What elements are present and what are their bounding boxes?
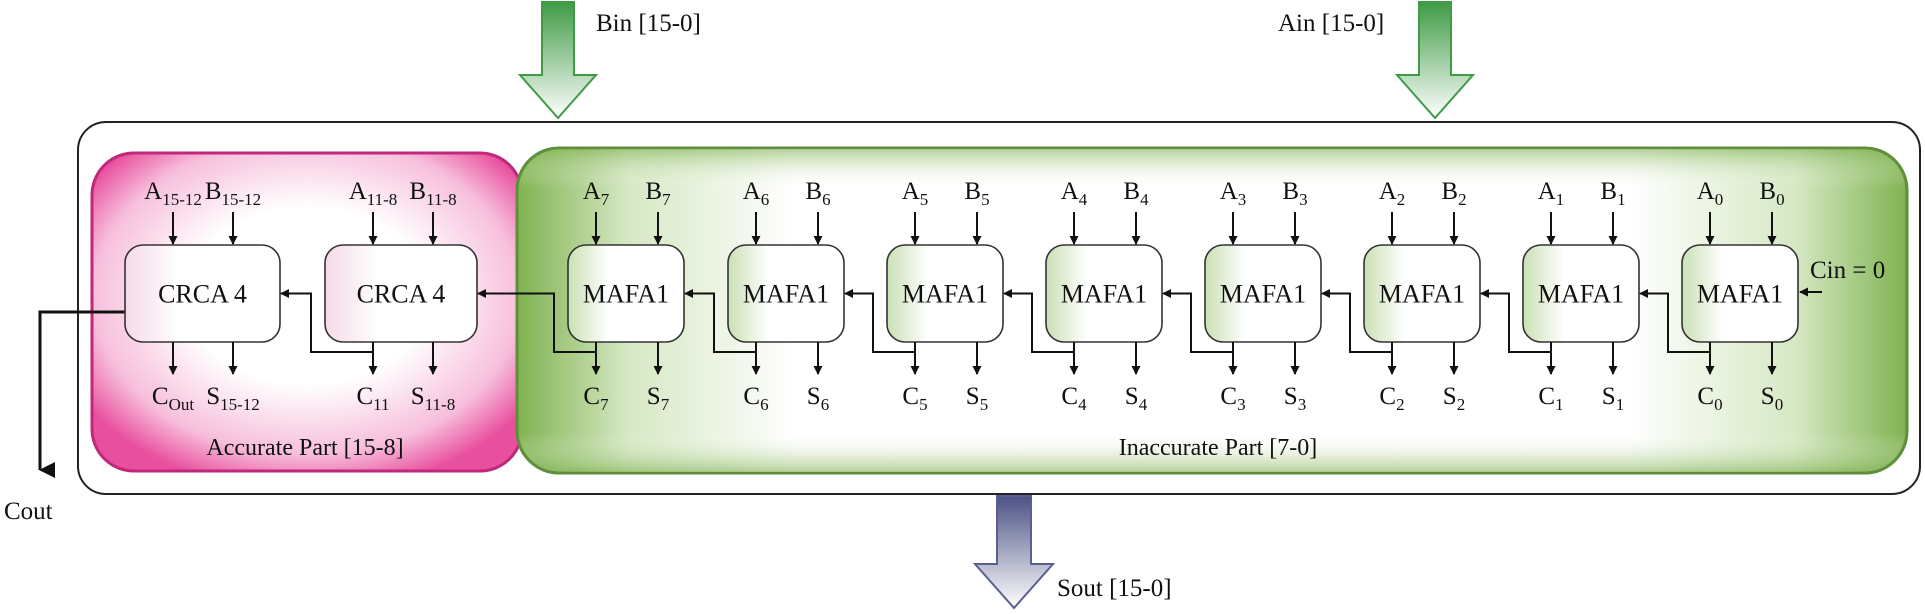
carry-chain-wire <box>1162 289 1233 353</box>
carry-out-label: C0 <box>1697 383 1722 414</box>
mafa-block-name: MAFA1 <box>743 280 829 309</box>
input-b-label: B3 <box>1282 178 1307 209</box>
carry-chain-wire <box>477 289 596 353</box>
carry-out-label: C6 <box>743 383 768 414</box>
input-a-label: A1 <box>1538 178 1565 209</box>
sum-out-label: S4 <box>1125 383 1148 414</box>
mafa-block-name: MAFA1 <box>1379 280 1465 309</box>
sum-out-label: S3 <box>1284 383 1306 414</box>
sum-out-label: S6 <box>807 383 829 414</box>
mafa-block-name: MAFA1 <box>902 280 988 309</box>
input-b-label: B2 <box>1441 178 1466 209</box>
accurate-part-label: Accurate Part [15-8] <box>206 435 403 461</box>
carry-chain-wire <box>1480 289 1551 353</box>
input-b-label: B6 <box>805 178 830 209</box>
input-b-label: B11-8 <box>409 178 456 209</box>
inaccurate-part-label: Inaccurate Part [7-0] <box>1119 435 1318 461</box>
sum-out-label: S2 <box>1443 383 1465 414</box>
input-b-label: B15-12 <box>205 178 261 209</box>
cin-label: Cin = 0 <box>1810 257 1885 284</box>
input-b-label: B0 <box>1759 178 1784 209</box>
sum-out-label: S15-12 <box>206 383 260 414</box>
input-b-label: B5 <box>964 178 989 209</box>
carry-chain-wire <box>280 289 373 353</box>
mafa-block-name: MAFA1 <box>1220 280 1306 309</box>
carry-chain-wire <box>1003 289 1074 353</box>
input-a-label: A15-12 <box>144 178 202 209</box>
carry-chain-wire <box>844 289 915 353</box>
carry-out-label: C1 <box>1538 383 1563 414</box>
carry-out-label: C3 <box>1220 383 1245 414</box>
mafa-block-name: MAFA1 <box>1061 280 1147 309</box>
cout-wire <box>38 310 126 478</box>
input-a-label: A11-8 <box>349 178 398 209</box>
input-a-label: A0 <box>1697 178 1724 209</box>
carry-out-label: C11 <box>356 383 389 414</box>
ain-label: Ain [15-0] <box>1278 10 1384 37</box>
mafa-block-name: MAFA1 <box>1697 280 1783 309</box>
input-a-label: A4 <box>1061 178 1088 209</box>
sum-out-label: S0 <box>1761 383 1783 414</box>
mafa-block-name: MAFA1 <box>583 280 669 309</box>
input-a-label: A7 <box>583 178 610 209</box>
bin-input-arrow <box>517 1 599 120</box>
carry-out-label: COut <box>152 383 194 414</box>
ain-input-arrow <box>1394 1 1476 120</box>
carry-chain-wire <box>684 289 756 353</box>
input-b-label: B1 <box>1600 178 1625 209</box>
sum-out-label: S7 <box>647 383 670 414</box>
sout-output-arrow <box>972 495 1056 610</box>
input-a-label: A6 <box>743 178 770 209</box>
input-b-label: B7 <box>645 178 671 209</box>
carry-out-label: C5 <box>902 383 927 414</box>
bin-label: Bin [15-0] <box>596 10 701 37</box>
input-a-label: A5 <box>902 178 929 209</box>
mafa-block-9 <box>1681 244 1799 343</box>
sum-out-label: S11-8 <box>411 383 455 414</box>
carry-chain-wire <box>1321 289 1392 353</box>
input-b-label: B4 <box>1123 178 1149 209</box>
sout-label: Sout [15-0] <box>1057 575 1172 602</box>
input-a-label: A2 <box>1379 178 1406 209</box>
carry-out-label: C2 <box>1379 383 1404 414</box>
carry-out-label: C7 <box>583 383 609 414</box>
sum-out-label: S5 <box>966 383 988 414</box>
input-a-label: A3 <box>1220 178 1247 209</box>
sum-out-label: S1 <box>1602 383 1624 414</box>
carry-chain-wire <box>1639 289 1710 353</box>
carry-out-label: C4 <box>1061 383 1087 414</box>
crca-block-name: CRCA 4 <box>357 280 446 309</box>
crca-block-name: CRCA 4 <box>158 280 247 309</box>
cout-label: Cout <box>4 498 53 525</box>
mafa-block-name: MAFA1 <box>1538 280 1624 309</box>
